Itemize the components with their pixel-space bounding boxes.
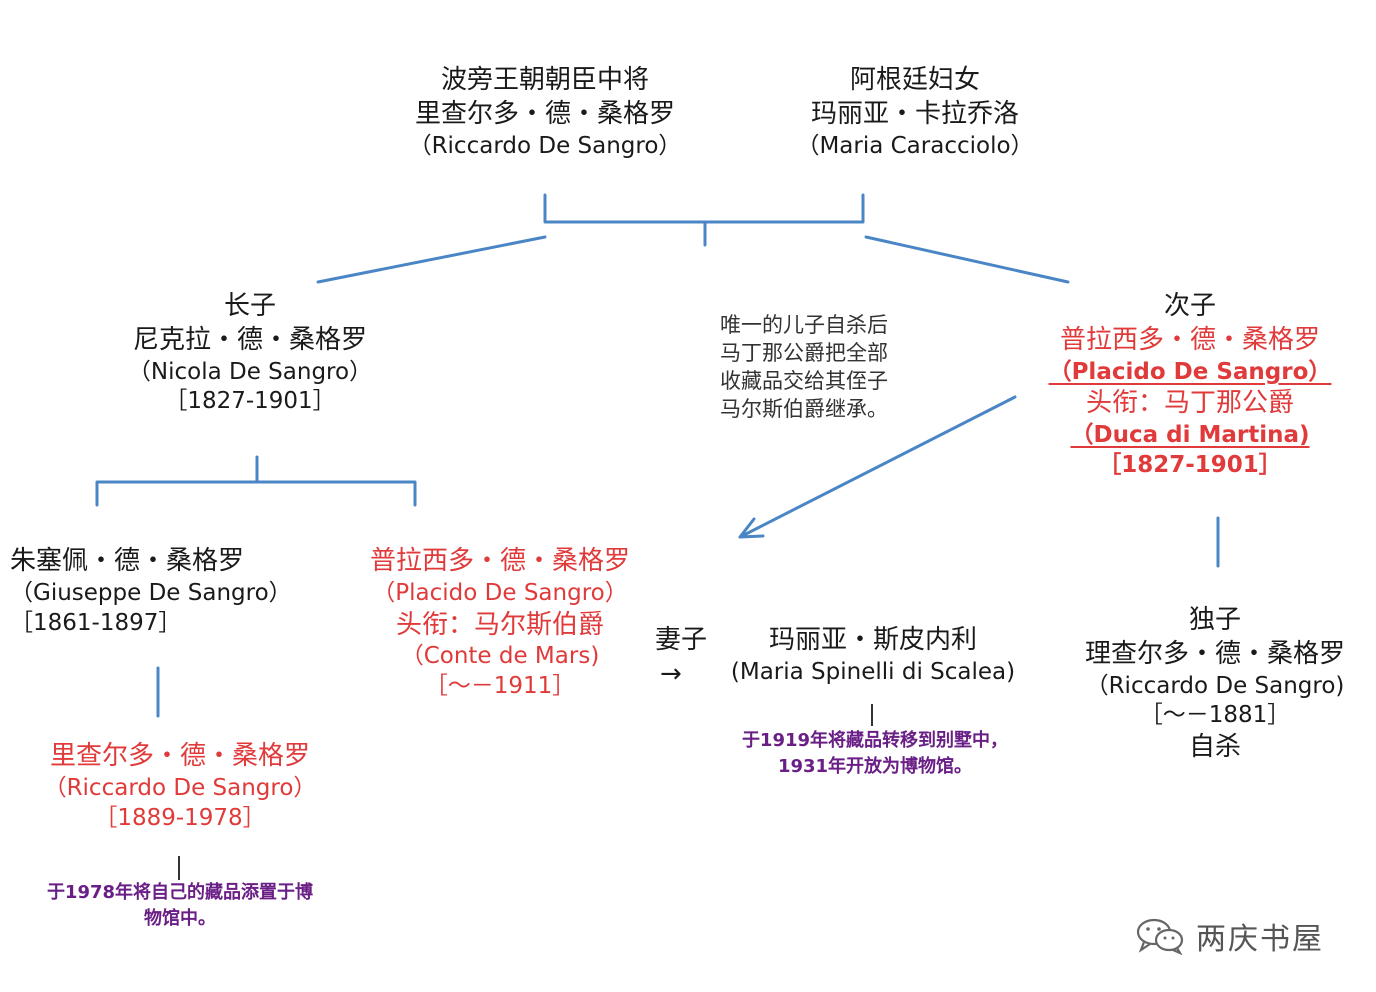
name-lat: （Riccardo De Sangro）	[408, 132, 682, 159]
title-zh: 头衔：马丁那公爵	[1085, 388, 1294, 419]
years: ［～－1881］	[1139, 702, 1291, 729]
name-lat: （Placido De Sangro）	[1048, 358, 1332, 385]
years: ［1827-1901］	[164, 388, 336, 415]
arrow-right-icon: →	[660, 658, 682, 689]
name-zh: 尼克拉・德・桑格罗	[132, 324, 367, 355]
wife-text: 妻子	[654, 625, 707, 655]
riccardo-note: 于1978年将自己的藏品添置于博 物馆中。	[15, 880, 345, 932]
name-zh: 里查尔多・德・桑格罗	[414, 98, 675, 129]
fate: 自杀	[1188, 732, 1241, 763]
node-riccardo-de-sangro-grandson: 里查尔多・德・桑格罗 （Riccardo De Sangro） ［1889-19…	[30, 740, 330, 834]
node-riccardo-only-son: 独子 理查尔多・德・桑格罗 （Riccardo De Sangro) ［～－18…	[1065, 604, 1365, 765]
name-zh: 玛丽亚・斯皮内利	[768, 625, 977, 655]
node-riccardo-de-sangro-senior: 波旁王朝朝臣中将 里查尔多・德・桑格罗 （Riccardo De Sangro）	[380, 64, 710, 161]
annotation-line: 马尔斯伯爵继承。	[720, 396, 888, 421]
name-lat: （Giuseppe De Sangro）	[10, 579, 292, 606]
annotation-line: 唯一的儿子自杀后	[720, 313, 888, 337]
node-maria-spinelli: 玛丽亚・斯皮内利 (Maria Spinelli di Scalea)	[718, 624, 1028, 688]
note-line: 于1919年将藏品转移到别墅中，	[741, 730, 1009, 751]
name-zh: 普拉西多・德・桑格罗	[369, 546, 630, 576]
years: ［1827-1901］	[1098, 452, 1282, 479]
wechat-icon	[1136, 918, 1184, 955]
title-line: 阿根廷妇女	[849, 65, 980, 95]
name-zh: 里查尔多・德・桑格罗	[49, 741, 310, 771]
name-zh: 普拉西多・德・桑格罗	[1059, 324, 1320, 355]
inheritance-arrow	[738, 395, 1017, 539]
note-line: 物馆中。	[144, 908, 216, 930]
name-zh: 朱塞佩・德・桑格罗	[10, 546, 245, 576]
node-placido-duca-di-martina: 次子 普拉西多・德・桑格罗 （Placido De Sangro） 头衔：马丁那…	[1040, 290, 1340, 481]
node-nicola-de-sangro: 长子 尼克拉・德・桑格罗 （Nicola De Sangro） ［1827-19…	[100, 290, 400, 417]
title-line: 波旁王朝朝臣中将	[440, 65, 649, 95]
node-placido-conte-de-mars: 普拉西多・德・桑格罗 （Placido De Sangro） 头衔：马尔斯伯爵 …	[345, 545, 655, 702]
title-zh: 头衔：马尔斯伯爵	[395, 609, 604, 640]
role-label: 长子	[223, 291, 276, 321]
title-lat: （Duca di Martina)	[1070, 422, 1310, 449]
title-lat: （Conte de Mars)	[400, 643, 600, 670]
years: ［1889-1978］	[94, 804, 266, 831]
name-lat: （Riccardo De Sangro）	[43, 774, 317, 801]
wife-label: 妻子 →	[650, 624, 712, 692]
name-zh: 理查尔多・德・桑格罗	[1084, 638, 1345, 669]
years: ［1861-1897］	[10, 609, 182, 636]
name-lat: （Nicola De Sangro）	[127, 358, 373, 385]
name-lat: (Maria Spinelli di Scalea)	[730, 658, 1016, 685]
node-giuseppe-de-sangro: 朱塞佩・德・桑格罗 （Giuseppe De Sangro） ［1861-189…	[10, 545, 292, 639]
role-label: 独子	[1188, 605, 1241, 635]
years: ［～－1911］	[424, 673, 576, 700]
watermark-text: 两庆书屋	[1196, 922, 1324, 957]
line-to-second-son	[864, 235, 1070, 284]
annotation-line: 马丁那公爵把全部	[720, 340, 888, 365]
name-lat: （Maria Caracciolo）	[796, 132, 1034, 159]
name-zh: 玛丽亚・卡拉乔洛	[810, 98, 1019, 129]
line-to-eldest-son	[316, 235, 547, 284]
role-label: 次子	[1163, 291, 1216, 321]
node-maria-caracciolo: 阿根廷妇女 玛丽亚・卡拉乔洛 （Maria Caracciolo）	[770, 64, 1060, 161]
parents-brace	[543, 193, 865, 247]
note-line: 于1978年将自己的藏品添置于博	[46, 882, 314, 903]
nicola-children-brace	[95, 455, 417, 507]
note-line: 1931年开放为博物馆。	[777, 756, 973, 778]
name-lat: （Placido De Sangro）	[372, 579, 628, 606]
spinelli-note: 于1919年将藏品转移到别墅中， 1931年开放为博物馆。	[710, 728, 1040, 780]
annotation-line: 收藏品交给其侄子	[720, 368, 888, 393]
inheritance-annotation: 唯一的儿子自杀后 马丁那公爵把全部 收藏品交给其侄子 马尔斯伯爵继承。	[720, 312, 888, 424]
name-lat: （Riccardo De Sangro)	[1085, 672, 1345, 699]
